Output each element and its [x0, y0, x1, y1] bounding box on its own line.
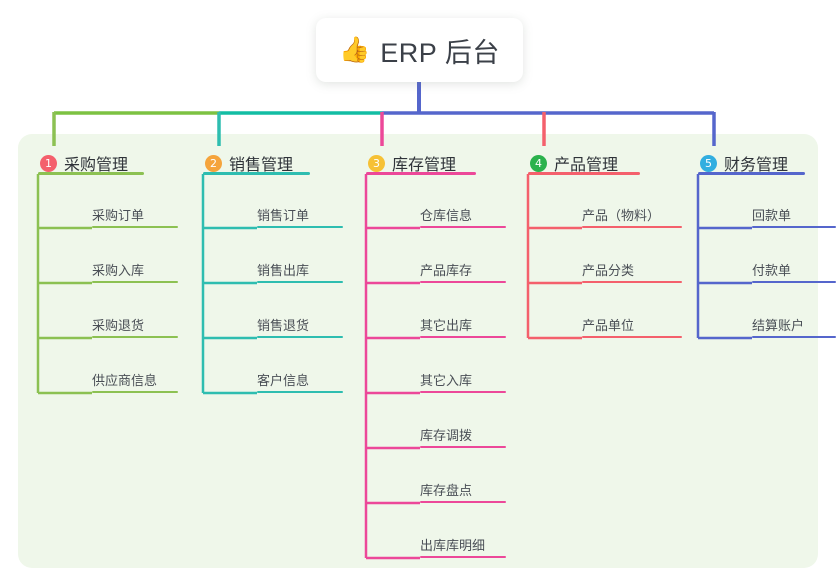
- leaf-item[interactable]: 仓库信息: [420, 202, 506, 228]
- column-underline-3: [366, 172, 476, 175]
- leaf-item[interactable]: 库存盘点: [420, 477, 506, 503]
- leaf-label: 回款单: [752, 208, 792, 223]
- leaf-item[interactable]: 产品（物料）: [582, 202, 682, 228]
- leaf-underline: [420, 336, 506, 338]
- column-underline-1: [38, 172, 144, 175]
- leaf-underline: [92, 226, 178, 228]
- leaf-underline: [420, 446, 506, 448]
- column-badge-5: 5: [700, 154, 717, 172]
- leaf-item[interactable]: 采购订单: [92, 202, 178, 228]
- column-title-2: 销售管理: [229, 157, 294, 174]
- column-underline-5: [698, 172, 805, 175]
- leaf-underline: [257, 226, 343, 228]
- column-title-5: 财务管理: [724, 157, 789, 174]
- content-panel: [18, 134, 818, 568]
- leaf-label: 出库库明细: [420, 538, 486, 553]
- leaf-underline: [582, 336, 682, 338]
- column-badge-4: 4: [530, 154, 547, 172]
- column-title-1: 采购管理: [64, 157, 129, 174]
- leaf-label: 库存调拨: [420, 428, 473, 443]
- leaf-item[interactable]: 结算账户: [752, 312, 836, 338]
- column-title-3: 库存管理: [392, 157, 457, 174]
- leaf-label: 采购入库: [92, 263, 145, 278]
- column-underline-4: [528, 172, 640, 175]
- leaf-underline: [752, 281, 836, 283]
- leaf-item[interactable]: 出库库明细: [420, 532, 506, 558]
- leaf-label: 产品库存: [420, 263, 473, 278]
- column-header-1[interactable]: 1 采购管理: [40, 151, 128, 175]
- leaf-underline: [420, 501, 506, 503]
- leaf-item[interactable]: 回款单: [752, 202, 836, 228]
- leaf-underline: [420, 556, 506, 558]
- leaf-label: 采购退货: [92, 318, 145, 333]
- leaf-item[interactable]: 产品单位: [582, 312, 682, 338]
- leaf-item[interactable]: 付款单: [752, 257, 836, 283]
- column-header-5[interactable]: 5 财务管理: [700, 151, 788, 175]
- leaf-item[interactable]: 销售退货: [257, 312, 343, 338]
- leaf-label: 客户信息: [257, 373, 310, 388]
- leaf-item[interactable]: 产品分类: [582, 257, 682, 283]
- leaf-item[interactable]: 其它入库: [420, 367, 506, 393]
- leaf-underline: [752, 336, 836, 338]
- thumbs-up-icon: 👍: [339, 35, 371, 64]
- leaf-underline: [257, 281, 343, 283]
- leaf-item[interactable]: 销售订单: [257, 202, 343, 228]
- leaf-underline: [92, 391, 178, 393]
- leaf-item[interactable]: 产品库存: [420, 257, 506, 283]
- root-node[interactable]: 👍 ERP 后台: [316, 18, 523, 82]
- leaf-label: 采购订单: [92, 208, 145, 223]
- leaf-label: 库存盘点: [420, 483, 473, 498]
- leaf-label: 付款单: [752, 263, 792, 278]
- leaf-underline: [582, 281, 682, 283]
- root-title: ERP 后台: [380, 37, 500, 68]
- leaf-underline: [420, 226, 506, 228]
- leaf-underline: [420, 391, 506, 393]
- leaf-underline: [92, 281, 178, 283]
- leaf-label: 产品单位: [582, 318, 635, 333]
- leaf-item[interactable]: 采购退货: [92, 312, 178, 338]
- leaf-underline: [582, 226, 682, 228]
- leaf-label: 其它入库: [420, 373, 473, 388]
- leaf-label: 仓库信息: [420, 208, 473, 223]
- leaf-label: 供应商信息: [92, 373, 158, 388]
- leaf-underline: [257, 391, 343, 393]
- leaf-underline: [92, 336, 178, 338]
- column-badge-2: 2: [205, 154, 222, 172]
- column-header-3[interactable]: 3 库存管理: [368, 151, 456, 175]
- leaf-label: 产品（物料）: [582, 208, 661, 223]
- leaf-underline: [420, 281, 506, 283]
- leaf-underline: [752, 226, 836, 228]
- leaf-label: 结算账户: [752, 318, 805, 333]
- column-title-4: 产品管理: [554, 157, 619, 174]
- leaf-label: 产品分类: [582, 263, 635, 278]
- leaf-item[interactable]: 采购入库: [92, 257, 178, 283]
- leaf-underline: [257, 336, 343, 338]
- leaf-item[interactable]: 供应商信息: [92, 367, 178, 393]
- leaf-label: 其它出库: [420, 318, 473, 333]
- column-header-2[interactable]: 2 销售管理: [205, 151, 293, 175]
- leaf-item[interactable]: 销售出库: [257, 257, 343, 283]
- leaf-item[interactable]: 客户信息: [257, 367, 343, 393]
- column-badge-1: 1: [40, 154, 57, 172]
- leaf-item[interactable]: 其它出库: [420, 312, 506, 338]
- column-header-4[interactable]: 4 产品管理: [530, 151, 618, 175]
- leaf-label: 销售退货: [257, 318, 310, 333]
- column-badge-3: 3: [368, 154, 385, 172]
- leaf-item[interactable]: 库存调拨: [420, 422, 506, 448]
- column-underline-2: [203, 172, 310, 175]
- leaf-label: 销售出库: [257, 263, 310, 278]
- leaf-label: 销售订单: [257, 208, 310, 223]
